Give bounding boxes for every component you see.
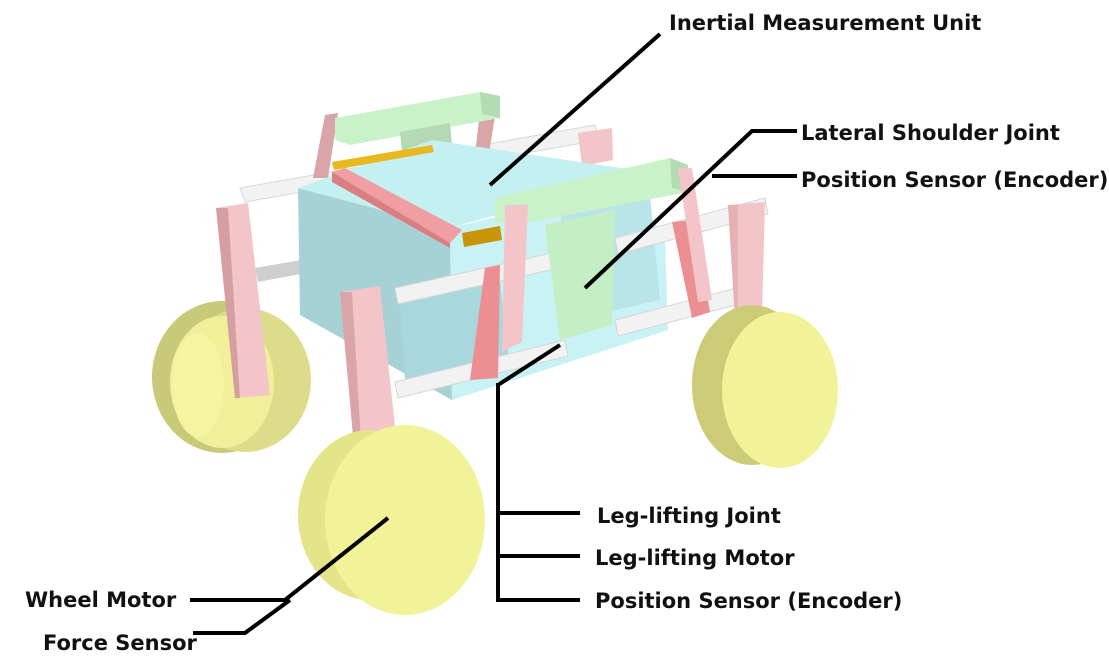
label-imu: Inertial Measurement Unit — [669, 11, 982, 35]
wheel-motor-leader — [190, 516, 390, 602]
lateral-shoulder-leader — [583, 129, 797, 290]
gold-rods — [332, 145, 502, 247]
front-left-leg — [216, 203, 270, 398]
right-wheel — [692, 305, 838, 468]
label-force-sensor: Force Sensor — [43, 631, 197, 655]
label-leg-position-sensor: Position Sensor (Encoder) — [595, 589, 903, 613]
front-near-leg — [340, 286, 398, 458]
imu-leader — [488, 32, 662, 187]
force-sensor-leader — [193, 598, 292, 635]
front-mount — [495, 158, 688, 340]
label-lateral-shoulder-joint: Lateral Shoulder Joint — [801, 121, 1060, 145]
label-shoulder-position-sensor: Position Sensor (Encoder) — [801, 168, 1109, 192]
back-shoulder-arm — [332, 168, 462, 248]
back-right-leg — [728, 202, 765, 318]
front-left-wheel-hub — [172, 333, 224, 437]
label-wheel-motor: Wheel Motor — [25, 588, 177, 612]
label-leg-lifting-motor: Leg-lifting Motor — [595, 546, 795, 570]
leg-joint-diagonal — [496, 343, 562, 387]
label-leg-lifting-joint: Leg-lifting Joint — [597, 504, 781, 528]
front-wheel — [298, 425, 485, 615]
leg-lifting-joints — [470, 168, 712, 380]
leader-lines — [190, 32, 797, 635]
